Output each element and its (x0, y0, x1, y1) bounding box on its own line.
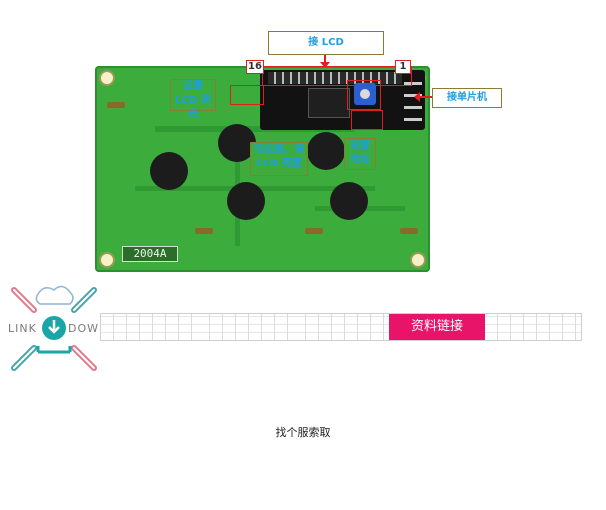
chip-on-board-blob (218, 124, 256, 162)
solder-pad (107, 102, 125, 108)
pcb-trace (155, 126, 355, 132)
arrow-down-icon (320, 62, 330, 68)
strip-pattern (485, 314, 581, 340)
backlight-jumper-highlight (230, 85, 264, 105)
resource-link-strip: 资料链接 (100, 313, 582, 341)
io-expander-chip (308, 88, 350, 118)
pin-16-label: 16 (246, 60, 264, 74)
logo-text-link: LINK (8, 322, 37, 335)
arrow-line (324, 54, 326, 63)
mounting-hole (410, 252, 426, 268)
connect-lcd-callout: 接 LCD (268, 31, 384, 55)
mcu-pin-header (404, 80, 422, 130)
resource-link-button[interactable]: 资料链接 (389, 314, 485, 340)
backlight-callout: 设置 LCD 背光 (170, 79, 216, 120)
arrow-left-icon (414, 92, 420, 102)
strip-pattern (101, 314, 197, 340)
lcd-header-highlight (262, 66, 412, 86)
chip-on-board-blob (150, 152, 188, 190)
address-callout: 设置 地址 (344, 138, 376, 170)
chip-on-board-blob (330, 182, 368, 220)
lcd-pin-header (268, 72, 402, 84)
footer-request-text: 找个服索取 (275, 426, 331, 439)
mounting-hole (99, 70, 115, 86)
link-down-logo: LINK DOWN (8, 276, 107, 376)
potentiometer-highlight (347, 80, 381, 110)
solder-pad (400, 228, 418, 234)
potentiometer-callout: 电位器，调 LCD 亮度 (250, 142, 308, 176)
mounting-hole (99, 252, 115, 268)
solder-pad (305, 228, 323, 234)
address-jumper-highlight (351, 110, 383, 130)
connect-mcu-callout: 接单片机 (432, 88, 502, 108)
board-model-label: 2004A (122, 246, 178, 262)
strip-pattern (293, 314, 389, 340)
logo-text-down: DOWN (68, 322, 109, 335)
pin-1-label: 1 (395, 60, 411, 74)
potentiometer (354, 83, 376, 105)
strip-pattern (197, 314, 293, 340)
arrow-line (420, 96, 432, 98)
chip-on-board-blob (227, 182, 265, 220)
solder-pad (195, 228, 213, 234)
chip-on-board-blob (307, 132, 345, 170)
chain-link-icon (11, 285, 97, 371)
